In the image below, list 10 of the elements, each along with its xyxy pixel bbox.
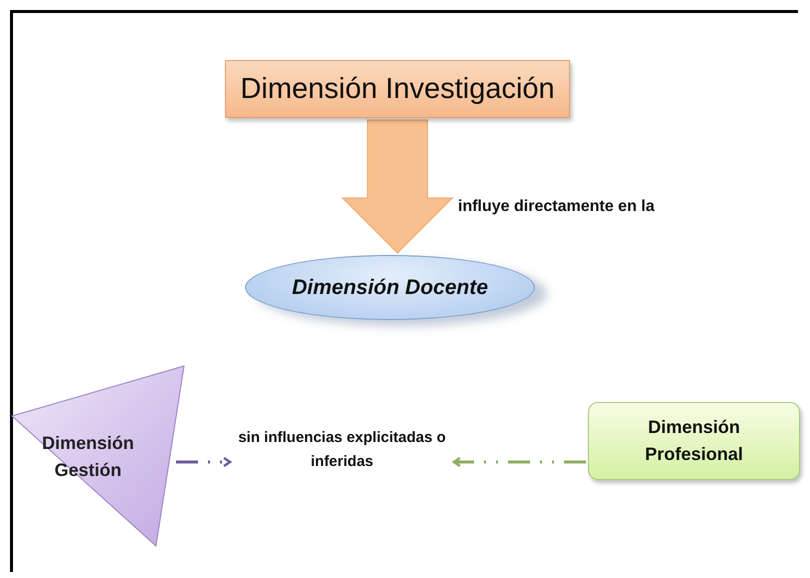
process-box xyxy=(225,60,570,118)
arrow xyxy=(176,456,232,468)
rounded-box xyxy=(588,402,800,480)
arrow xyxy=(452,456,586,468)
node-label: Dimensión Docente xyxy=(292,276,488,300)
node-label: sin influencias explicitadas o inferidas xyxy=(237,428,447,472)
node-label: Dimensión Gestión xyxy=(40,432,135,482)
node-label: Dimensión Investigación xyxy=(240,72,555,106)
node-label: Dimensión Profesional xyxy=(644,416,744,466)
block-arrow xyxy=(341,120,454,254)
